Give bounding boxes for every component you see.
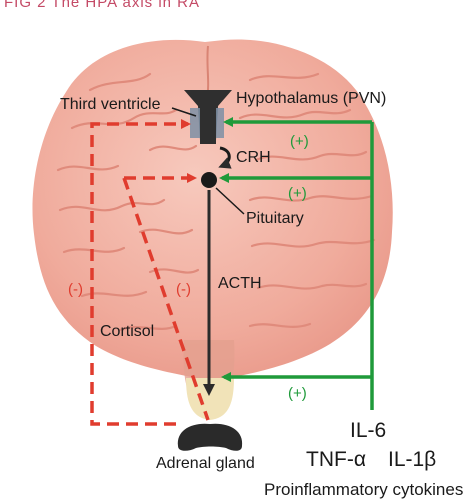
cortisol-label: Cortisol xyxy=(100,323,155,340)
stimulation-sign-adrenal: (+) xyxy=(288,385,307,402)
il1-beta-label: IL-1β xyxy=(388,448,437,471)
il6-label: IL-6 xyxy=(350,419,387,442)
pituitary-label: Pituitary xyxy=(246,210,304,227)
pituitary-pointer xyxy=(215,187,245,215)
cytokine-pathways xyxy=(219,117,374,410)
hypothalamus-shape xyxy=(184,90,232,144)
figure-caption: FIG 2 The HPA axis in RA xyxy=(4,0,201,11)
stimulation-sign-hypothalamus: (+) xyxy=(290,133,309,150)
tnf-alpha-label: TNF-α xyxy=(306,448,366,471)
hypothalamus-label: Hypothalamus (PVN) xyxy=(236,90,387,107)
crh-label: CRH xyxy=(236,149,271,166)
inhibition-sign-hypothalamus: (-) xyxy=(68,281,83,298)
cytokines-label: Proinflammatory cytokines xyxy=(264,480,464,499)
cortisol-feedback xyxy=(90,119,210,426)
adrenal-gland xyxy=(177,423,243,451)
third-ventricle-pointer xyxy=(171,107,197,117)
crh-arrow xyxy=(218,146,232,169)
adrenal-gland-label: Adrenal gland xyxy=(156,455,255,472)
third-ventricle-label: Third ventricle xyxy=(60,96,161,113)
stimulation-sign-pituitary: (+) xyxy=(288,185,307,202)
brain-illustration xyxy=(32,39,393,420)
pituitary-gland xyxy=(201,172,217,188)
inhibition-sign-pituitary: (-) xyxy=(176,281,191,298)
acth-label: ACTH xyxy=(218,275,262,292)
